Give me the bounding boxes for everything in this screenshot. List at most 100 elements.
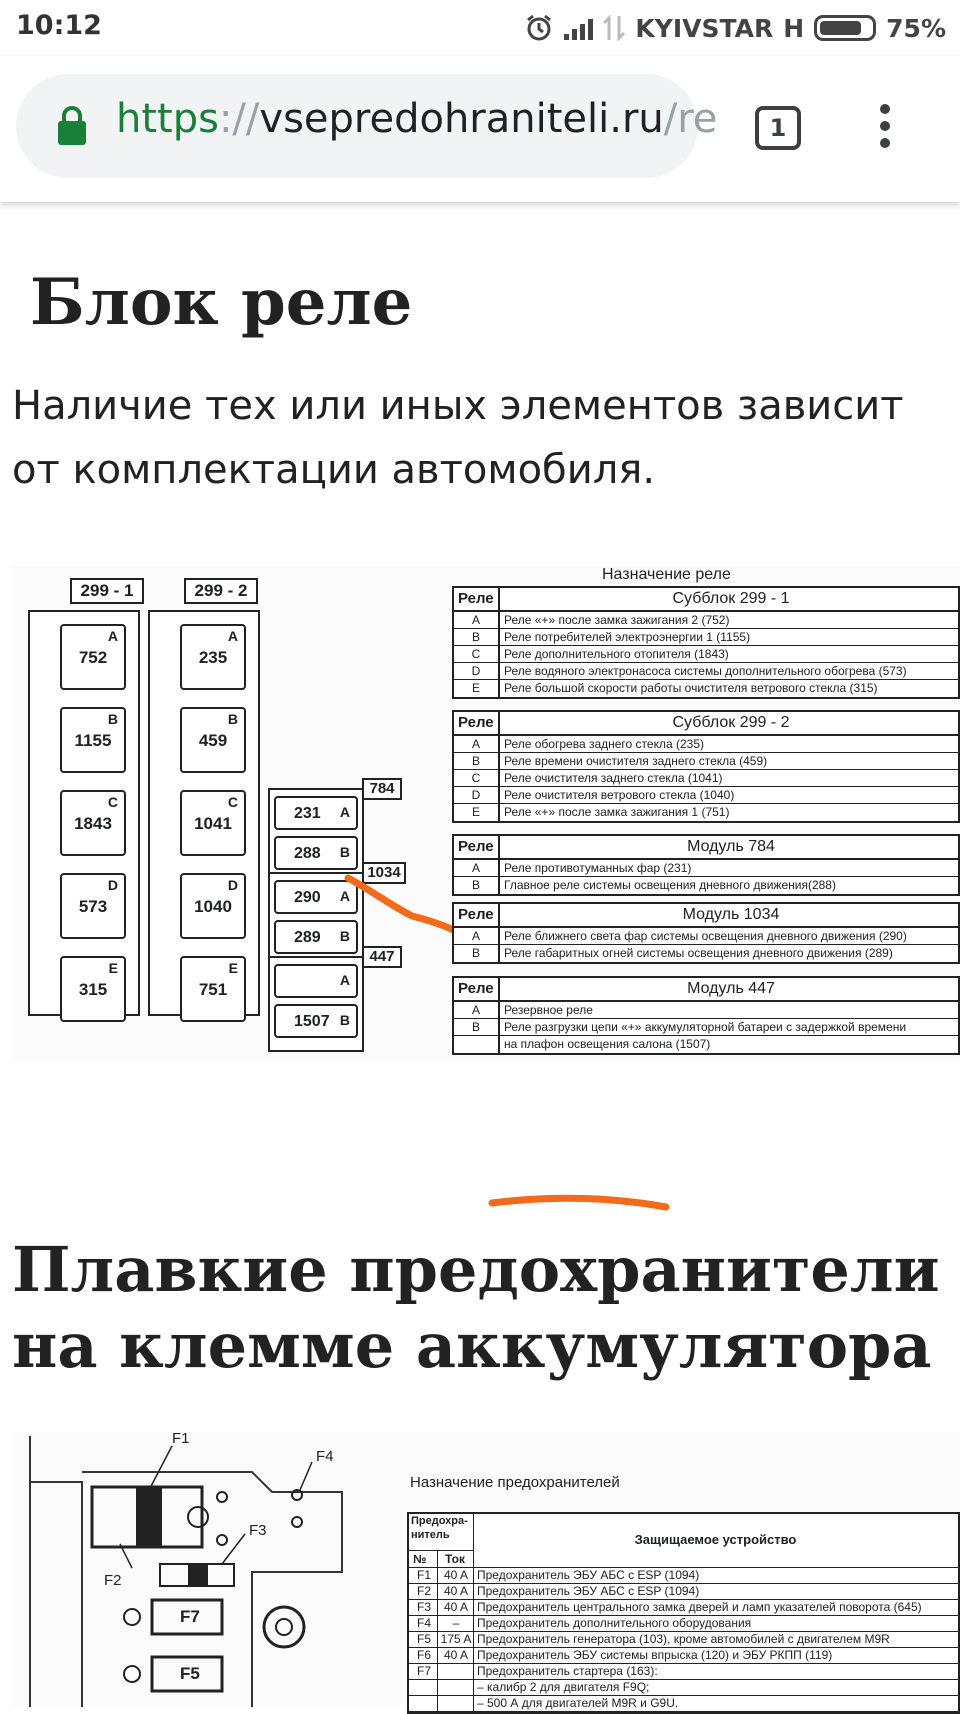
relay-number: 1843 [74, 814, 112, 833]
relay-table-subtitle: Модуль 447 [687, 980, 775, 997]
overflow-menu-icon[interactable] [872, 104, 898, 152]
fuse-box-drawing [29, 1436, 343, 1707]
relay-key: C [471, 771, 481, 785]
relay-letter: C [107, 794, 118, 810]
fuse-number: F3 [416, 1600, 431, 1614]
relay-letter: B [339, 1012, 350, 1028]
url-separator: :// [218, 96, 260, 142]
table-row: – 500 А для двигателей M9R и G9U. [409, 1696, 958, 1712]
relay-column-header: Реле [458, 906, 494, 923]
relay-key: B [471, 1020, 480, 1034]
relay-description: Реле «+» после замка зажигания 1 (751) [504, 805, 730, 819]
fuse-label-f1: F1 [172, 1430, 190, 1447]
fuse-device: Предохранитель стартера (163): [477, 1664, 658, 1678]
relay-description: Реле обогрева заднего стекла (235) [504, 737, 704, 751]
relay-description: Реле времени очистителя заднего стекла (… [504, 754, 768, 768]
status-bar: 10:12 KYIVSTAR H 75% [0, 0, 960, 56]
relay-key: A [471, 613, 480, 627]
fuse-number: F7 [416, 1664, 431, 1678]
relay-number: 1040 [194, 897, 232, 916]
relay-description: Реле большой скорости работы очистителя … [504, 681, 878, 695]
relay-number: 288 [294, 845, 321, 862]
relay-key: A [471, 929, 480, 943]
fuse-table-title: Назначение предохранителей [410, 1474, 620, 1491]
url-host: vsepredohraniteli.ru [259, 96, 664, 142]
orange-annotation-mark [344, 874, 468, 940]
fuse-device: Предохранитель дополнительного оборудова… [477, 1616, 752, 1630]
relay-key: A [471, 861, 480, 875]
relay-letter: E [228, 960, 238, 976]
relay-key: B [471, 754, 480, 768]
fuse-label-f3: F3 [249, 1522, 267, 1539]
relay-column-header: Реле [458, 838, 494, 855]
battery-level: 75% [886, 13, 946, 43]
url-path: /re [663, 96, 718, 142]
url-scheme: https [116, 96, 219, 142]
relay-table-header: Реле Модуль 1034 [454, 904, 958, 928]
relay-key: D [471, 788, 481, 802]
relay-number: 290 [294, 889, 321, 906]
relay-description: Реле дополнительного отопителя (1843) [504, 647, 729, 661]
relay-letter: B [339, 928, 350, 944]
relay-description: Главное реле системы освещения дневного … [504, 878, 836, 892]
fuse-device: Предохранитель центрального замка дверей… [477, 1600, 922, 1614]
fuse-device: – калибр 2 для двигателя F9Q; [477, 1680, 650, 1694]
relay-number: 1155 [74, 731, 112, 750]
address-bar[interactable]: https://vsepredohraniteli.ru/re [16, 74, 717, 178]
relay-number: 315 [78, 980, 108, 999]
relay-description: Реле противотуманных фар (231) [504, 861, 692, 875]
table-row: A Реле противотуманных фар (231) [454, 860, 958, 877]
relay-number: 1507 [294, 1013, 330, 1030]
table-row: F4 – Предохранитель дополнительного оборуд… [409, 1616, 958, 1632]
fuse-label-f2: F2 [104, 1572, 122, 1589]
relay-key: A [471, 1003, 480, 1017]
fuse-label-f7: F7 [180, 1607, 200, 1626]
relay-letter: D [107, 877, 118, 893]
relay-table-title: Назначение реле [602, 566, 731, 583]
fuse-number: F4 [416, 1616, 431, 1630]
fuse-device: Предохранитель генератора (103), кроме а… [477, 1632, 890, 1646]
module-label: 1034 [362, 862, 406, 884]
tab-switcher-button[interactable]: 1 [755, 106, 801, 150]
relay-description: Реле потребителей электроэнергии 1 (1155… [504, 630, 751, 644]
module-label: 784 [362, 778, 402, 800]
fuse-device-header: Защищаемое устройство [634, 1532, 797, 1547]
relay-slot: 1507 B [274, 1004, 358, 1038]
fuse-current: 40 A [443, 1584, 469, 1598]
fuse-number: F5 [416, 1632, 431, 1646]
relay-number: 1041 [194, 814, 232, 833]
battery-icon [814, 15, 877, 41]
network-type: H [783, 13, 805, 43]
fuse-device: Предохранитель ЭБУ АБС с ESP (1094) [477, 1568, 700, 1582]
fuse-device: Предохранитель ЭБУ АБС с ESP (1094) [477, 1584, 700, 1598]
relay-table-subtitle: Модуль 1034 [682, 906, 780, 923]
fuse-current: – [452, 1616, 460, 1630]
table-row: B Главное реле системы освещения дневного… [454, 877, 958, 894]
table-row: на плафон освещения салона (1507) [454, 1036, 958, 1053]
block-label-299-1: 299 - 1 [70, 578, 144, 604]
orange-underline-mark [488, 1194, 670, 1211]
url-text[interactable]: https://vsepredohraniteli.ru/re [116, 96, 717, 142]
relay-key: B [471, 878, 480, 892]
relay-table-subtitle: Модуль 784 [687, 838, 775, 855]
intro-paragraph: Наличие тех или иных элементов зависит о… [12, 383, 904, 493]
fuse-num-header: № [413, 1552, 427, 1566]
fuse-col-header: Предохра-нитель [411, 1515, 468, 1541]
fuse-label-f4: F4 [316, 1448, 334, 1465]
relay-table-header: Реле Модуль 784 [454, 836, 958, 860]
